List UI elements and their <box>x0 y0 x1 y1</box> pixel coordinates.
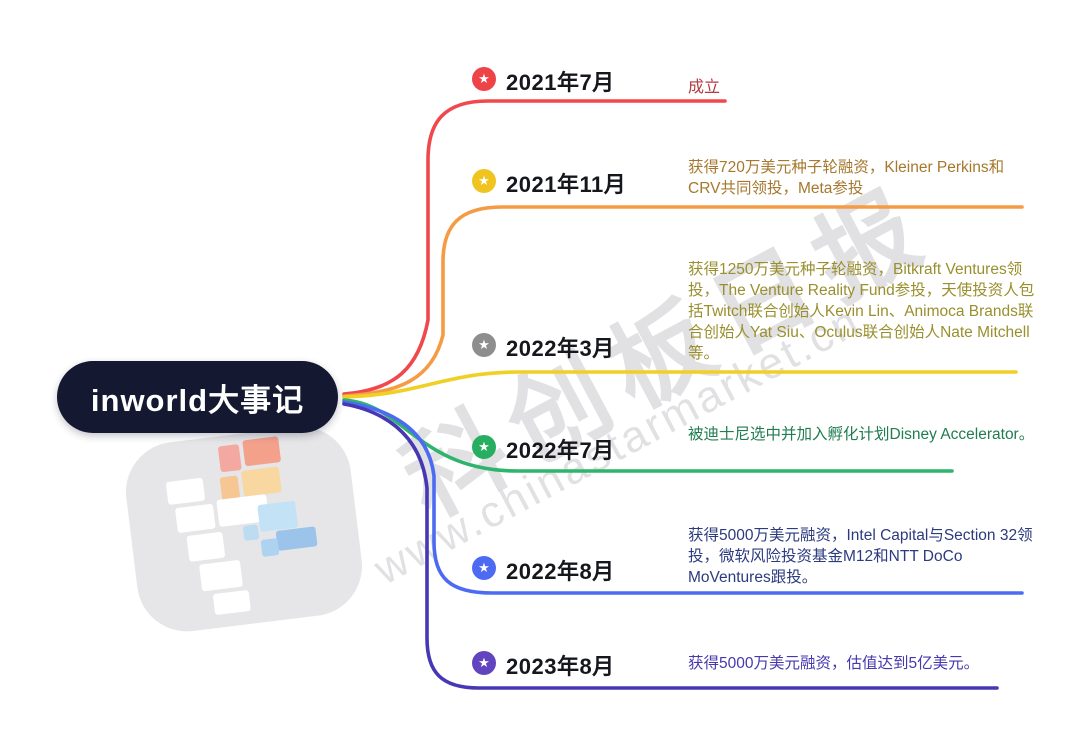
star-badge: ★ <box>472 333 496 357</box>
star-icon: ★ <box>478 439 490 454</box>
star-badge: ★ <box>472 435 496 459</box>
star-badge: ★ <box>472 169 496 193</box>
star-badge: ★ <box>472 651 496 675</box>
branch-line-2023-08 <box>342 402 999 690</box>
branch-date: 2021年11月 <box>506 172 627 197</box>
branch-line-2022-03 <box>342 370 1018 399</box>
root-node: inworld大事记 <box>57 361 338 433</box>
branch-date: 2023年8月 <box>506 654 615 679</box>
branch-date: 2021年7月 <box>506 70 615 95</box>
star-icon: ★ <box>478 71 490 86</box>
branch-line-2021-11 <box>342 205 1024 398</box>
branch-description: 获得5000万美元融资，Intel Capital与Section 32领投，微… <box>688 527 1033 586</box>
branch-description: 获得1250万美元种子轮融资，Bitkraft Ventures领投，The V… <box>688 261 1035 362</box>
branch-description: 获得5000万美元融资，估值达到5亿美元。 <box>688 655 980 672</box>
star-icon: ★ <box>478 655 490 670</box>
branch-description: 成立 <box>688 79 721 96</box>
star-icon: ★ <box>478 337 490 352</box>
star-icon: ★ <box>478 173 490 188</box>
branch-date: 2022年7月 <box>506 438 615 463</box>
root-node-label: inworld大事记 <box>90 382 305 418</box>
star-icon: ★ <box>478 560 490 575</box>
branch-description: 获得720万美元种子轮融资，Kleiner Perkins和CRV共同领投，Me… <box>688 159 1005 197</box>
branch-line-2021-07 <box>342 99 727 396</box>
branch-date: 2022年8月 <box>506 559 615 584</box>
star-badge: ★ <box>472 67 496 91</box>
star-badge: ★ <box>472 556 496 580</box>
branch-date: 2022年3月 <box>506 336 615 361</box>
branch-description: 被迪士尼选中并加入孵化计划Disney Accelerator。 <box>688 426 1035 443</box>
branch-line-2022-08 <box>342 400 1024 595</box>
